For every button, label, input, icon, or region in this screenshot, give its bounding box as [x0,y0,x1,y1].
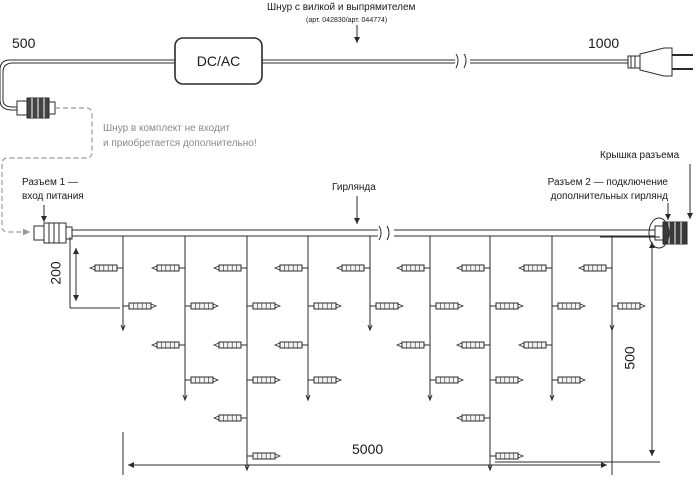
led-bulb-icon [395,341,430,349]
drop-end-6 [427,394,433,402]
led-bulb-icon [490,452,525,460]
led-bulb-icon [212,414,247,422]
led-bulb-icon [308,302,343,310]
optional-cord-route [1,107,93,236]
connector-cap-outline [648,217,670,249]
cord-break-mark [455,53,467,69]
led-bulb-icon [370,302,405,310]
cord-length-1000-label: 1000 [588,35,620,51]
dc-ac-adapter-box [174,37,263,85]
led-bulb-icon [612,302,647,310]
led-bulb-icon [395,264,430,272]
not-included-note-line2: и приобретается дополнительно! [103,138,257,149]
led-bulb-icon [212,341,247,349]
connector-2-icon [654,221,688,245]
led-bulb-icon [455,341,490,349]
led-bulb-icon [430,302,465,310]
garland-label: Гирлянда [332,182,376,193]
plug-icon [627,47,693,77]
dimension-5000 [122,322,613,475]
led-bulb-icon [150,264,185,272]
garland-main-wire [70,225,655,241]
cord-title-label: Шнур с вилкой и выпрямителем [267,2,416,13]
connector1-label-line1: Разъем 1 — [22,177,78,188]
not-included-note-line1: Шнур в комплект не входит [103,123,230,134]
power-cord [0,59,632,111]
icicle-drops [88,236,647,472]
led-bulb-icon [490,302,525,310]
drop-end-4 [305,394,311,402]
led-bulb-icon [490,376,525,384]
drop-end-8 [549,394,555,402]
dimension-200 [69,237,120,309]
connector-1-icon [33,222,73,244]
led-bulb-icon [552,302,587,310]
led-bulb-icon [88,264,123,272]
drop-end-2 [182,394,188,402]
dimension-5000-label: 5000 [352,441,384,457]
connector1-label-line2: вход питания [22,191,84,202]
led-bulb-icon [517,264,552,272]
led-bulb-icon [577,264,612,272]
connector-cap-label: Крышка разъема [600,150,680,161]
led-bulb-icon [247,452,282,460]
cord-connector-icon [16,97,56,119]
led-bulb-icon [455,414,490,422]
led-bulb-icon [150,341,185,349]
drop-end-5 [367,324,373,332]
led-bulb-icon [273,264,308,272]
dimension-500-label: 500 [621,346,638,370]
cord-article-label: (арт. 042830/арт. 044774) [306,17,388,24]
led-bulb-icon [185,302,220,310]
cord-length-500-label: 500 [12,35,36,51]
led-bulb-icon [247,302,282,310]
led-bulb-icon [185,376,220,384]
led-bulb-icon [430,376,465,384]
led-bulb-icon [335,264,370,272]
led-bulb-icon [273,341,308,349]
connector2-label-line2: дополнительных гирлянд [550,191,668,202]
connector2-label-line1: Разъем 2 — подключение [547,177,668,188]
led-bulb-icon [517,341,552,349]
led-bulb-icon [123,302,158,310]
drop-end-1 [120,324,126,332]
led-bulb-icon [212,264,247,272]
led-bulb-icon [308,376,343,384]
dc-ac-adapter-label: DC/AC [196,53,241,69]
led-bulb-icon [455,264,490,272]
dimension-200-label: 200 [47,261,64,285]
led-bulb-icon [552,376,587,384]
led-bulb-icon [247,376,282,384]
